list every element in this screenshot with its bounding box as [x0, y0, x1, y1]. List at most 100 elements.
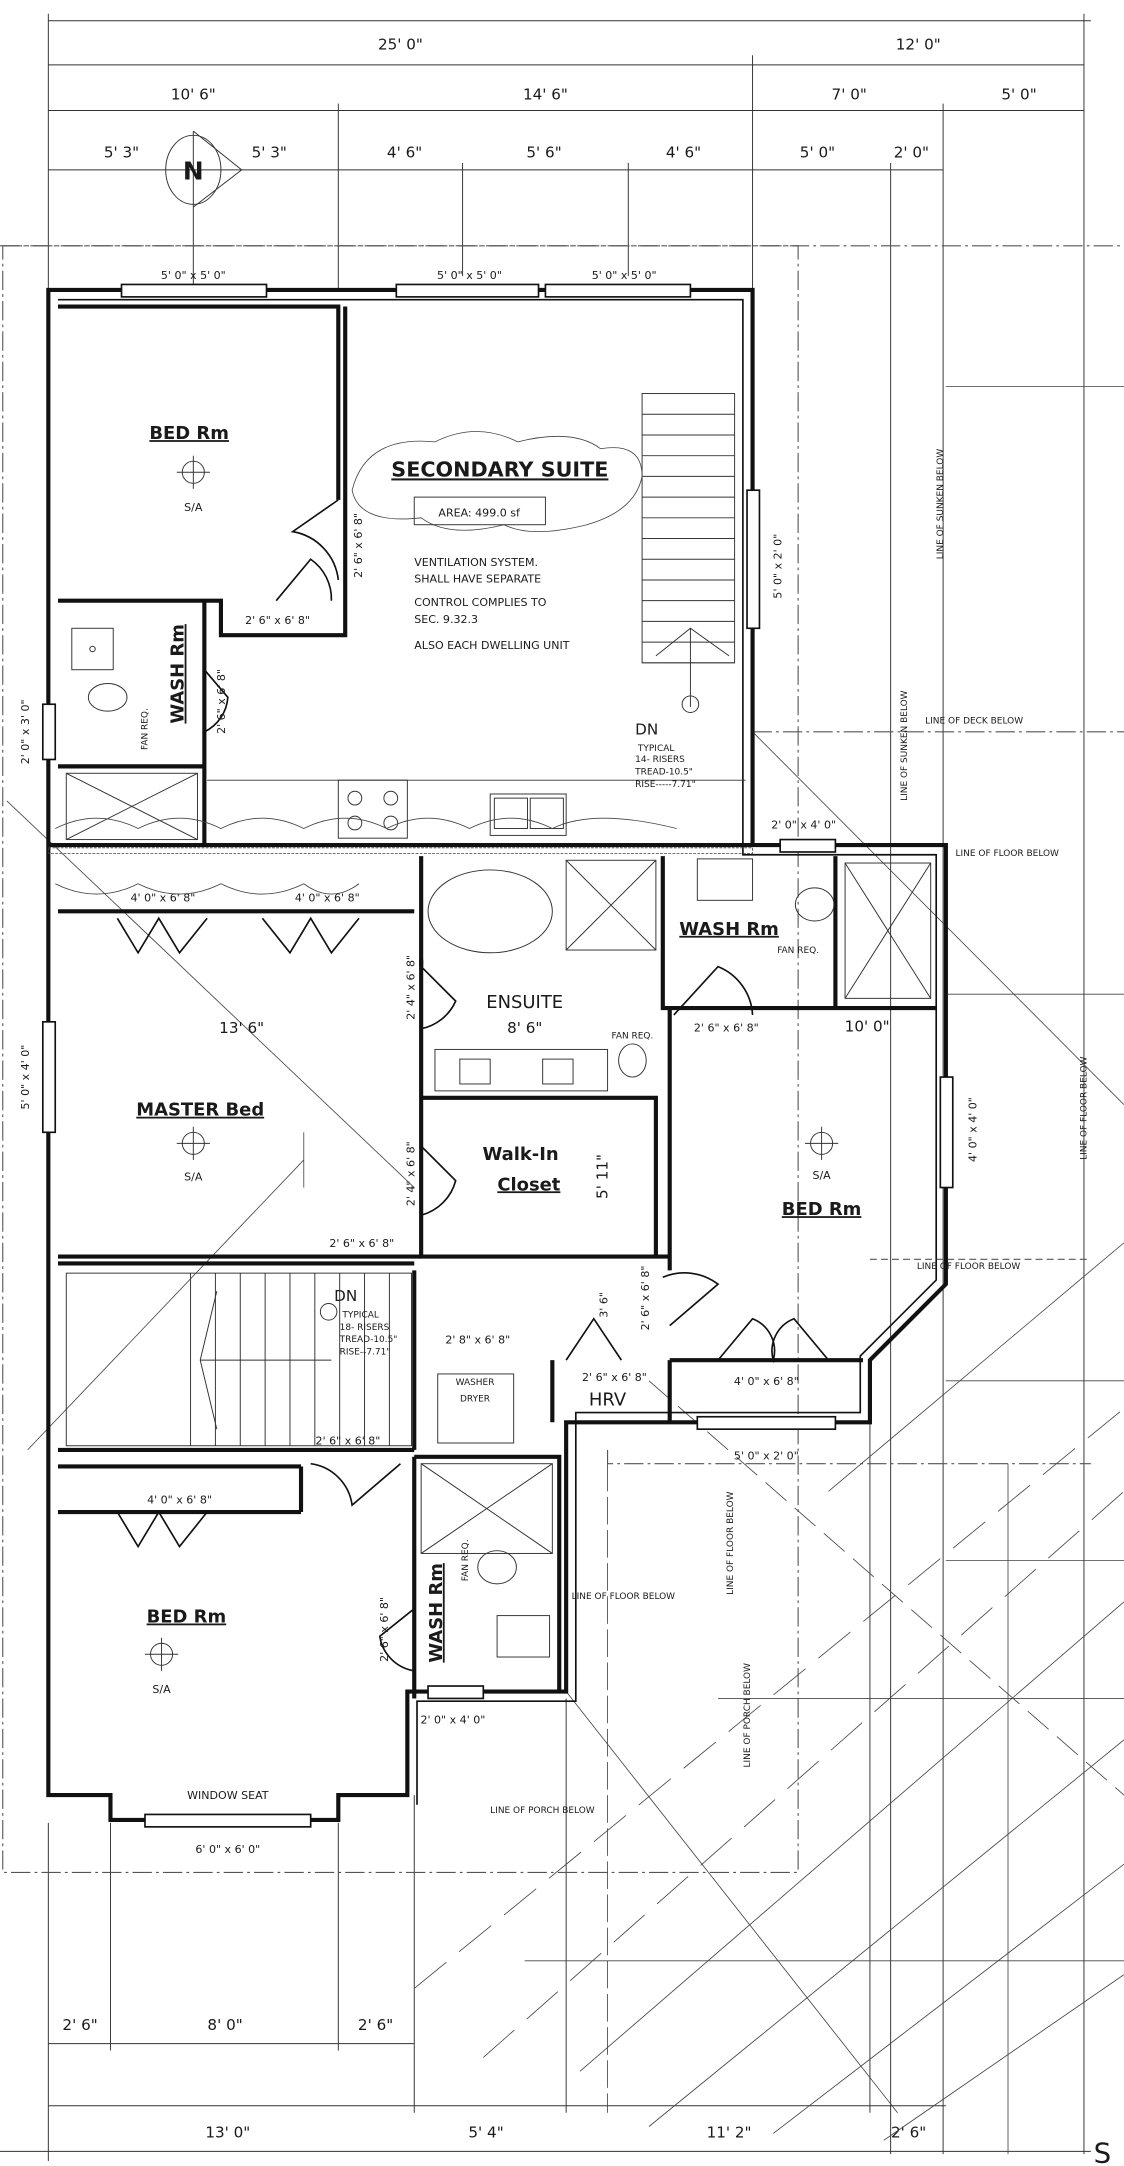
door-label: 2' 6" x 6' 8" [352, 513, 365, 578]
stair-direction: DN [635, 721, 658, 739]
stair-note: TYPICAL [637, 744, 674, 754]
room-name: HRV [589, 1390, 627, 1411]
room-name: WASH Rm [426, 1563, 447, 1663]
north-arrow-icon: N [165, 130, 243, 290]
stair-note: TYPICAL [341, 1310, 378, 1320]
room-dim: 8' 6" [507, 1019, 542, 1037]
room-tag: S/A [184, 1171, 203, 1184]
door-label: 2' 6" x 6' 8" [316, 1434, 381, 1447]
dim-bottom2: 11' 2" [707, 2124, 752, 2142]
note-line: ALSO EACH DWELLING UNIT [414, 639, 570, 652]
window-label: 5' 0" x 2' 0" [734, 1450, 799, 1463]
fixtures [65, 627, 932, 1658]
dim-row3: 5' 0" [800, 143, 835, 161]
fan-note: FAN REQ. [461, 1539, 471, 1581]
dim-bottom1: 2' 6" [62, 2016, 97, 2034]
revision-clouds [47, 431, 753, 895]
line-label: LINE OF FLOOR BELOW [572, 1592, 676, 1602]
fan-note: FAN REQ. [612, 1031, 654, 1041]
stair-note: RISE--7.71" [340, 1348, 391, 1358]
dim-bottom2: 2' 6" [891, 2124, 926, 2142]
door-label: 3' 6" [598, 1292, 611, 1318]
appliance-label: WASHER [456, 1378, 495, 1388]
line-label: LINE OF SUNKEN BELOW [936, 449, 946, 560]
door-label: 2' 8" x 6' 8" [445, 1334, 510, 1347]
dimension-lines [0, 13, 1091, 2162]
window-labels: 5' 0" x 5' 0" 5' 0" x 5' 0" 5' 0" x 5' 0… [19, 269, 979, 1856]
door-label: 2' 6" x 6' 8" [582, 1371, 647, 1384]
door-label: 4' 0" x 6' 8" [147, 1494, 212, 1507]
doors [116, 499, 830, 1672]
window-seat-label: WINDOW SEAT [187, 1789, 269, 1802]
dim-bottom1: 2' 6" [358, 2016, 393, 2034]
door-label: 2' 6" x 6' 8" [329, 1237, 394, 1250]
room-tag: S/A [184, 501, 203, 514]
room-name: Walk-In [482, 1144, 558, 1165]
door-labels: 2' 6" x 6' 8" 2' 6" x 6' 8" 2' 6" x 6' 8… [131, 513, 799, 1662]
room-name: BED Rm [782, 1199, 862, 1220]
room-dim: 5' 11" [594, 1154, 612, 1199]
door-label: 2' 6" x 6' 8" [245, 614, 310, 627]
dim-overall-1: 25' 0" [378, 36, 423, 54]
dimension-labels: 25' 0" 12' 0" 10' 6" 14' 6" 7' 0" 5' 0" … [62, 36, 1036, 2142]
door-label: 2' 6" x 6' 8" [694, 1021, 759, 1034]
room-dim: 10' 0" [845, 1017, 890, 1035]
room-name: BED Rm [149, 423, 229, 444]
dim-row3: 2' 0" [894, 143, 929, 161]
stair-note: TREAD-10.5" [634, 768, 693, 778]
window-label: 5' 0" x 5' 0" [161, 269, 226, 282]
line-label: LINE OF PORCH BELOW [743, 1663, 753, 1768]
window-label: 5' 0" x 2' 0" [772, 534, 785, 599]
line-label: LINE OF SUNKEN BELOW [900, 690, 910, 801]
room-tag: S/A [152, 1683, 171, 1696]
dim-row3: 4' 6" [666, 143, 701, 161]
room-name: BED Rm [147, 1606, 227, 1627]
door-label: 2' 6" x 6' 8" [215, 669, 228, 734]
line-label: LINE OF FLOOR BELOW [917, 1262, 1021, 1272]
stair-note: 18- RISERS [340, 1323, 390, 1333]
line-label: LINE OF PORCH BELOW [490, 1806, 595, 1816]
stair-labels: DN TYPICAL 14- RISERS TREAD-10.5" RISE--… [334, 721, 696, 1358]
note-line: CONTROL COMPLIES TO [414, 596, 547, 609]
stair-note: 14- RISERS [635, 755, 685, 765]
dim-bottom2: 5' 4" [468, 2124, 503, 2142]
door-label: 4' 0" x 6' 8" [734, 1375, 799, 1388]
door-label: 2' 6" x 6' 8" [378, 1597, 391, 1662]
window-label: 5' 0" x 4' 0" [19, 1045, 32, 1110]
door-label: 2' 4" x 6' 8" [404, 955, 417, 1020]
compass-label: N [183, 157, 204, 186]
stair-note: TREAD-10.5" [339, 1335, 398, 1345]
window-label: 5' 0" x 5' 0" [592, 269, 657, 282]
stair-note: RISE-----7.71" [635, 780, 696, 790]
window-label: 6' 0" x 6' 0" [195, 1843, 260, 1856]
dim-row3: 5' 6" [526, 143, 561, 161]
stairs [65, 393, 736, 1447]
interior-walls [48, 304, 937, 1699]
dim-row3: 5' 3" [252, 143, 287, 161]
room-name: WASH Rm [168, 624, 189, 724]
window-label: 2' 0" x 3' 0" [19, 699, 32, 764]
appliance-label: DRYER [460, 1395, 490, 1405]
door-label: 4' 0" x 6' 8" [131, 892, 196, 905]
window-label: 2' 0" x 4' 0" [420, 1713, 485, 1726]
window-label: 5' 0" x 5' 0" [437, 269, 502, 282]
room-name: WASH Rm [679, 919, 779, 940]
dim-row2: 5' 0" [1001, 85, 1036, 103]
dim-overall-2: 12' 0" [896, 36, 941, 54]
room-name: MASTER Bed [136, 1100, 264, 1121]
line-label: LINE OF FLOOR BELOW [726, 1491, 736, 1595]
line-label: LINE OF FLOOR BELOW [956, 849, 1060, 859]
area-label: AREA: 499.0 sf [438, 506, 521, 519]
below-line-labels: LINE OF SUNKEN BELOW LINE OF SUNKEN BELO… [490, 449, 1090, 1816]
dim-row2: 14' 6" [523, 85, 568, 103]
door-label: 2' 4" x 6' 8" [404, 1141, 417, 1206]
room-name: ENSUITE [486, 992, 563, 1013]
line-label: LINE OF DECK BELOW [925, 717, 1023, 727]
dim-row3: 4' 6" [387, 143, 422, 161]
note-line: SEC. 9.32.3 [414, 613, 478, 626]
line-label: LINE OF FLOOR BELOW [1080, 1056, 1090, 1160]
fan-note: FAN REQ. [141, 708, 151, 750]
dim-row3: 5' 3" [104, 143, 139, 161]
dim-row2: 10' 6" [171, 85, 216, 103]
